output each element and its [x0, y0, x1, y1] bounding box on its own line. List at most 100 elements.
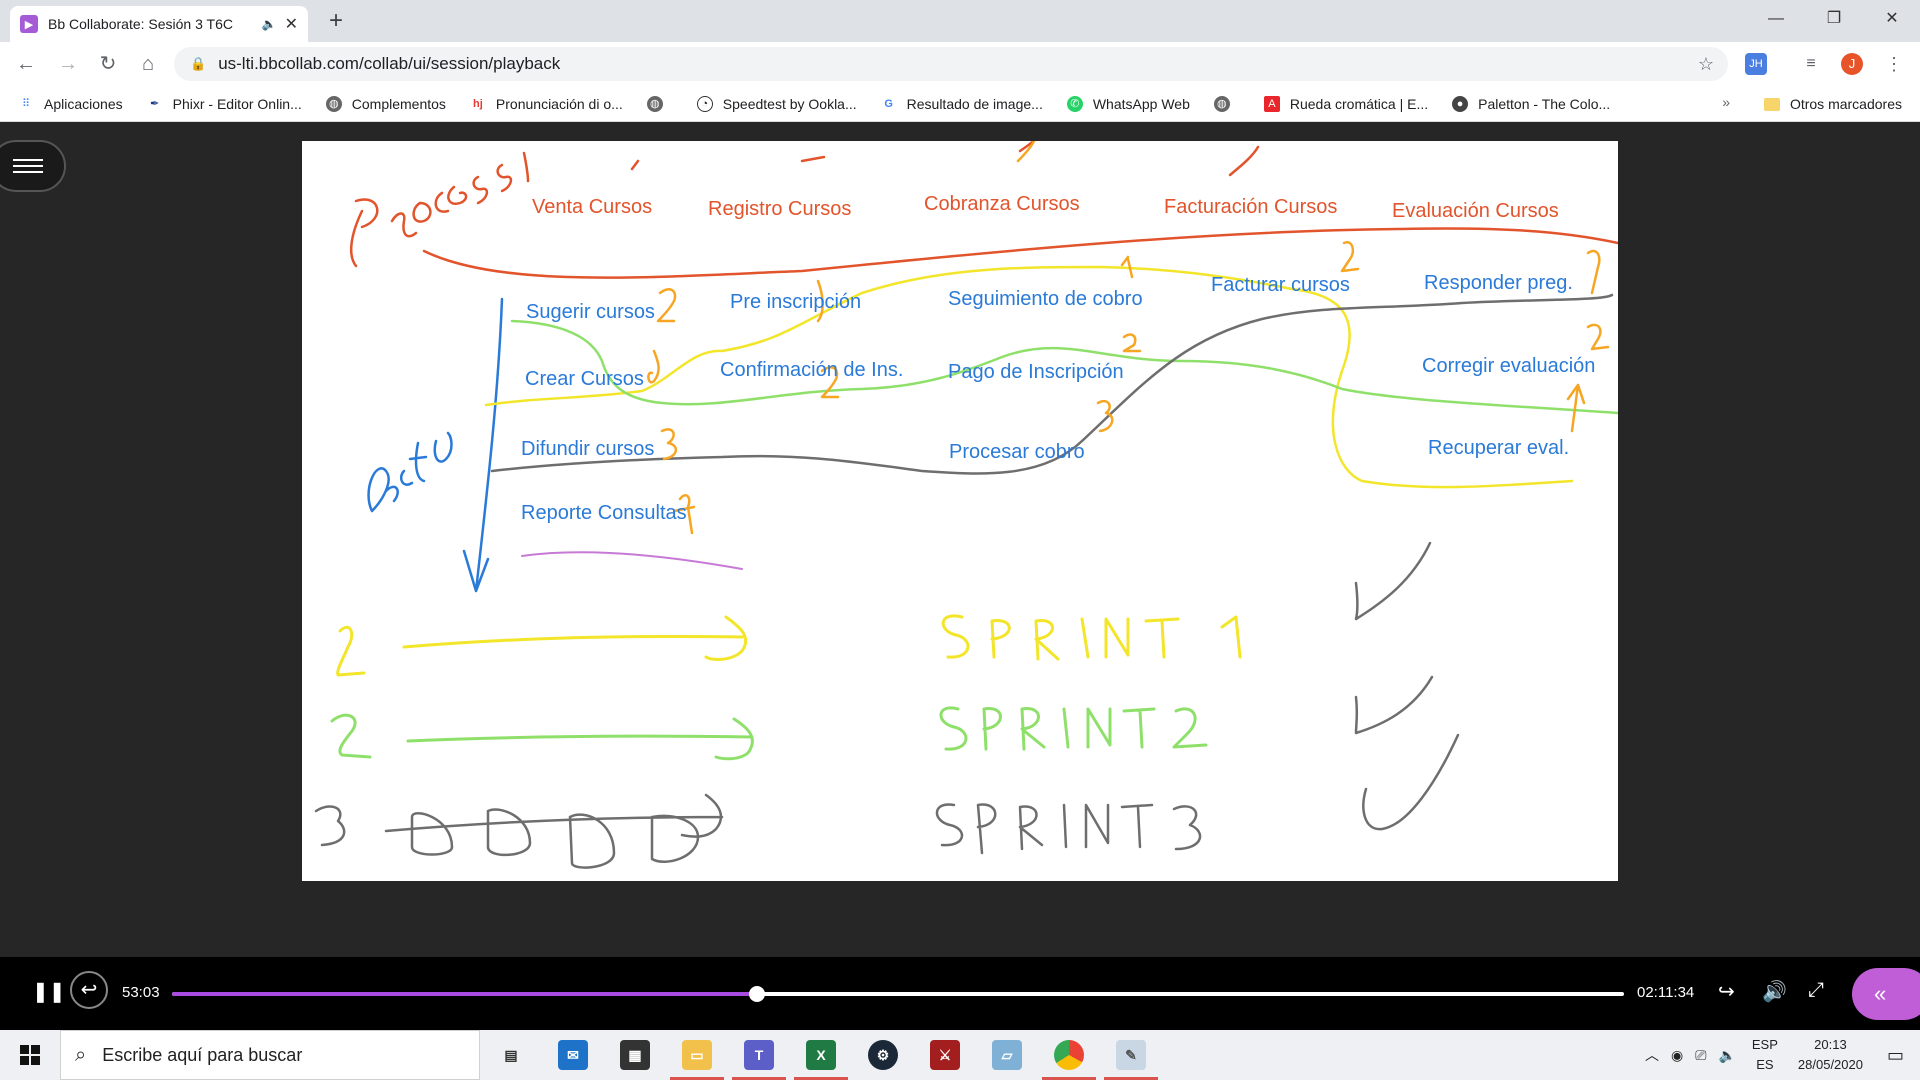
search-icon: ⌕: [75, 1043, 87, 1066]
bookmark-google-images[interactable]: G Resultado de image...: [881, 96, 1042, 112]
mail-icon: ✉: [558, 1040, 588, 1070]
bookmark-speedtest[interactable]: ◔ Speedtest by Ookla...: [696, 95, 857, 112]
task-view-button[interactable]: ▤: [480, 1030, 542, 1080]
browser-tab[interactable]: ▶ Bb Collaborate: Sesión 3 T6C 🔈 ✕: [10, 6, 308, 42]
close-tab-icon[interactable]: ✕: [284, 16, 298, 33]
system-clock[interactable]: 20:13 28/05/2020: [1797, 1037, 1863, 1072]
activity-facturar-cursos: Facturar cursos: [1211, 274, 1350, 296]
windows-taskbar: ⌕ Escribe aquí para buscar ▤ ✉ ▦ ▭ T X ⚙…: [0, 1030, 1920, 1080]
url-text: us-lti.bbcollab.com/collab/ui/session/pl…: [218, 54, 561, 73]
reload-button[interactable]: ↻: [99, 53, 117, 75]
seek-bar-progress: [172, 992, 757, 996]
more-bookmarks-button[interactable]: »: [1722, 94, 1730, 110]
bookmark-phixr[interactable]: ✒ Phixr - Editor Onlin...: [147, 96, 302, 112]
google-icon: G: [884, 97, 893, 110]
activity-crear-cursos: Crear Cursos: [525, 368, 644, 390]
chrome-app[interactable]: [1038, 1030, 1100, 1080]
bookmark-rueda-cromatica[interactable]: A Rueda cromática | E...: [1263, 95, 1428, 112]
steam-icon: ⚙: [868, 1040, 898, 1070]
bookmark-globe[interactable]: ◍: [646, 95, 673, 112]
globe-icon: ◍: [1213, 95, 1230, 112]
paint-app[interactable]: ✎: [1100, 1030, 1162, 1080]
store-app[interactable]: ▦: [604, 1030, 666, 1080]
dota-app[interactable]: ⚔: [914, 1030, 976, 1080]
current-time: 53:03: [122, 984, 160, 1001]
notes-app[interactable]: ▱: [976, 1030, 1038, 1080]
activity-pre-inscripcion: Pre inscripción: [730, 291, 862, 313]
sprint-2-row: [330, 706, 1208, 761]
profile-avatar[interactable]: J: [1841, 53, 1863, 75]
bookmark-star-icon[interactable]: ☆: [1697, 53, 1714, 74]
forward-button[interactable]: →: [58, 53, 78, 75]
process-swimlane-line: [422, 227, 1618, 279]
notifications-icon[interactable]: ▭: [1886, 1044, 1904, 1065]
collapse-panel-button[interactable]: «: [1852, 968, 1920, 1020]
speaker-icon[interactable]: 🔈: [261, 17, 277, 31]
dota-icon: ⚔: [930, 1040, 960, 1070]
paletton-icon: ●: [1452, 95, 1469, 112]
other-bookmarks-folder[interactable]: Otros marcadores: [1763, 86, 1902, 122]
activity-procesar-cobro: Procesar cobro: [949, 441, 1085, 463]
bookmark-complementos[interactable]: ◍ Complementos: [325, 95, 446, 112]
seek-bar-thumb[interactable]: [749, 986, 765, 1002]
activity-sugerir-cursos: Sugerir cursos: [526, 301, 655, 323]
bookmark-paletton[interactable]: ● Paletton - The Colo...: [1452, 95, 1610, 112]
new-tab-button[interactable]: +: [328, 7, 343, 34]
activity-difundir-cursos: Difundir cursos: [521, 438, 655, 460]
steam-tray-icon[interactable]: ◉: [1671, 1046, 1684, 1063]
bookmark-globe-2[interactable]: ◍: [1213, 95, 1240, 112]
bookmark-aplicaciones[interactable]: ⠿ Aplicaciones: [18, 96, 123, 112]
process-label-facturacion: Facturación Cursos: [1164, 196, 1338, 218]
address-bar[interactable]: 🔒 us-lti.bbcollab.com/collab/ui/session/…: [174, 47, 1728, 81]
pause-icon[interactable]: ❚❚: [32, 981, 66, 1003]
folder-icon: ▭: [682, 1040, 712, 1070]
home-button[interactable]: ⌂: [141, 53, 155, 75]
network-icon[interactable]: ⎚: [1695, 1046, 1707, 1063]
tab-title: Bb Collaborate: Sesión 3 T6C: [48, 16, 233, 32]
file-explorer-app[interactable]: ▭: [666, 1030, 728, 1080]
purple-line: [521, 551, 743, 570]
adobe-icon: A: [1263, 95, 1280, 112]
whiteboard-drawing: [314, 141, 1618, 869]
folder-icon: [1763, 97, 1780, 111]
apps-grid-icon: ⠿: [21, 98, 31, 110]
total-time: 02:11:34: [1637, 984, 1695, 1001]
activity-confirmacion: Confirmación de Ins.: [720, 359, 904, 381]
forward-skip-icon[interactable]: ↪: [1718, 981, 1735, 1003]
process-label-registro: Registro Cursos: [708, 198, 852, 220]
extension-jh-icon[interactable]: JH: [1745, 53, 1767, 75]
back-button[interactable]: ←: [16, 53, 36, 75]
speedtest-icon: ◔: [696, 95, 713, 112]
taskbar-search[interactable]: ⌕ Escribe aquí para buscar: [60, 1030, 480, 1080]
restore-button[interactable]: ❐: [1826, 10, 1842, 27]
sprint-3-checkmark: [1362, 733, 1460, 831]
activity-pago-inscripcion: Pago de Inscripción: [948, 361, 1124, 383]
volume-tray-icon[interactable]: 🔈: [1718, 1046, 1736, 1063]
language-indicator[interactable]: ESP ES: [1751, 1037, 1778, 1072]
tab-strip: ▶ Bb Collaborate: Sesión 3 T6C 🔈 ✕ + — ❐…: [0, 0, 1920, 42]
teams-app[interactable]: T: [728, 1030, 790, 1080]
media-control-icon[interactable]: ≡: [1806, 55, 1816, 72]
fullscreen-icon[interactable]: ⤢: [1808, 979, 1824, 1001]
volume-icon[interactable]: 🔊: [1762, 981, 1787, 1003]
priority-numbers: [647, 240, 1610, 535]
chevron-up-icon[interactable]: ︿: [1645, 1047, 1660, 1063]
bookmark-whatsapp[interactable]: ✆ WhatsApp Web: [1066, 95, 1190, 112]
minimize-button[interactable]: —: [1768, 10, 1784, 27]
steam-app[interactable]: ⚙: [852, 1030, 914, 1080]
globe-icon: ◍: [646, 95, 663, 112]
start-button[interactable]: [0, 1030, 60, 1080]
bookmark-pronunciacion[interactable]: hj Pronunciación di o...: [470, 96, 623, 112]
menu-kebab-icon[interactable]: ⋮: [1885, 54, 1903, 74]
excel-app[interactable]: X: [790, 1030, 852, 1080]
process-label-venta: Venta Cursos: [532, 196, 653, 218]
activity-handwriting: [367, 431, 453, 513]
whatsapp-icon: ✆: [1066, 95, 1083, 112]
rewind-icon[interactable]: ↩: [70, 971, 108, 1009]
process-label-evaluacion: Evaluación Cursos: [1392, 200, 1559, 222]
seek-bar[interactable]: [172, 986, 1624, 1002]
close-window-button[interactable]: ✕: [1885, 10, 1899, 27]
mail-app[interactable]: ✉: [542, 1030, 604, 1080]
session-menu-button[interactable]: [0, 140, 66, 192]
chevron-left-icon: «: [1874, 981, 1887, 1006]
